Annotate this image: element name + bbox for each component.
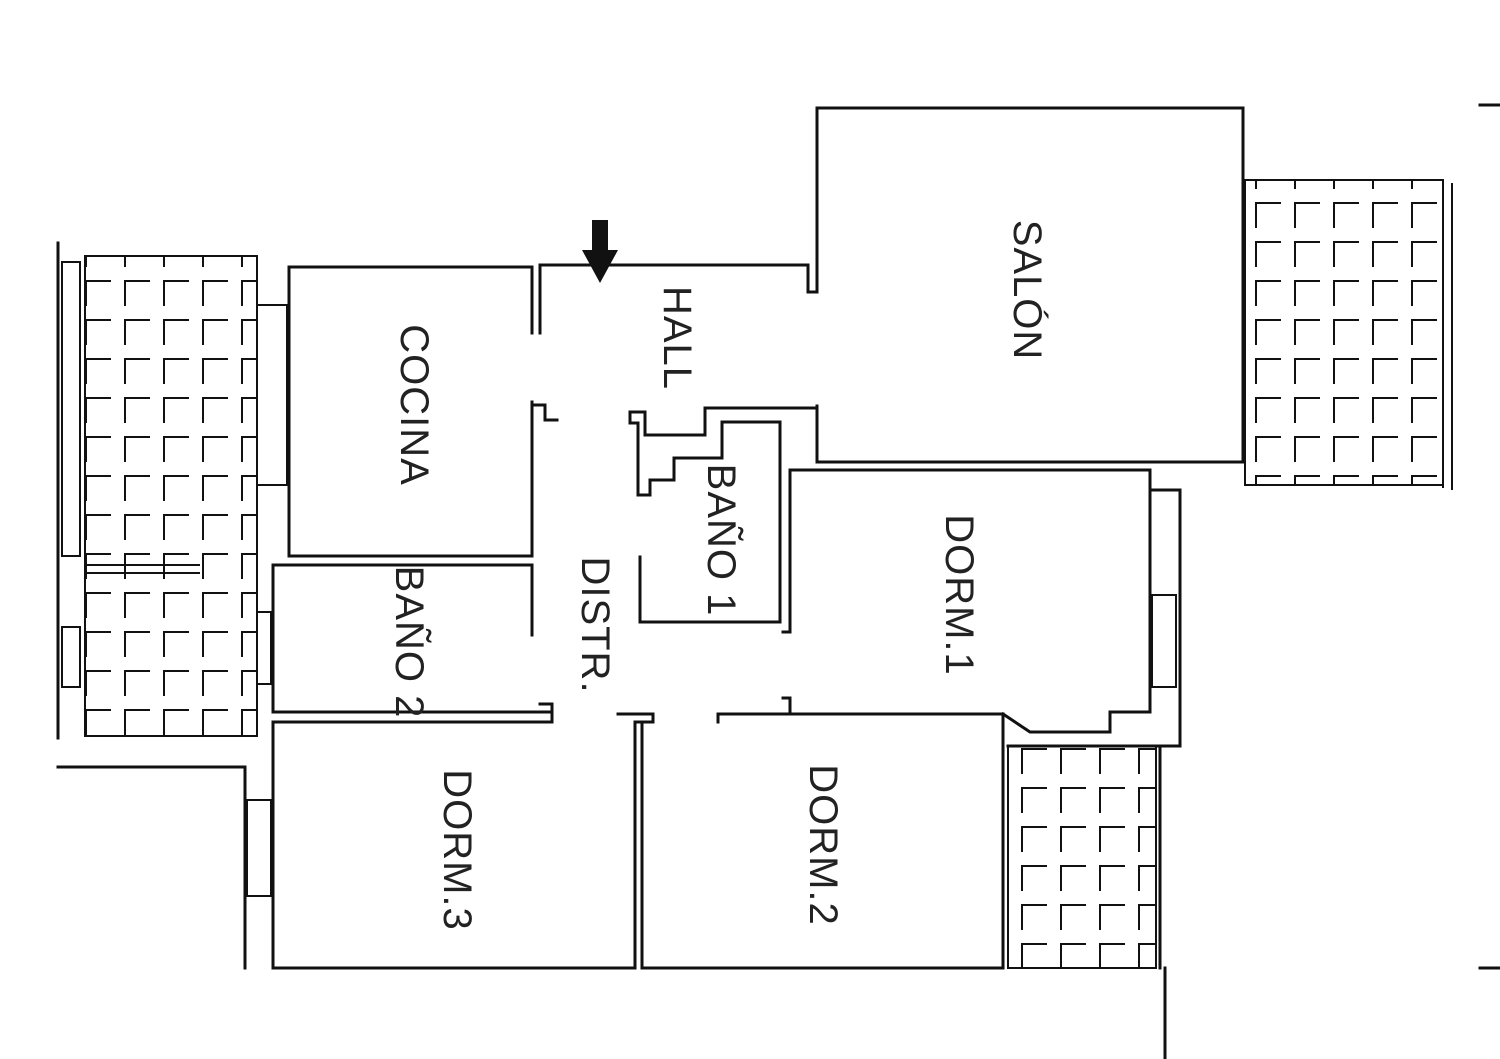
label-bano2: BAÑO 2 <box>387 566 432 719</box>
walls <box>271 106 1245 970</box>
label-dorm1: DORM.1 <box>937 514 981 676</box>
terrace-left <box>84 255 258 737</box>
label-distr: DISTR. <box>573 556 617 693</box>
terrace-bottom <box>1007 745 1157 969</box>
label-bano1: BAÑO 1 <box>699 464 744 617</box>
label-cocina: COCINA <box>392 324 436 486</box>
label-salon: SALÓN <box>1005 220 1050 361</box>
room-labels: SALÓN HALL COCINA BAÑO 1 BAÑO 2 DISTR. D… <box>387 220 1050 931</box>
label-dorm3: DORM.3 <box>435 769 479 931</box>
label-hall: HALL <box>655 286 699 390</box>
entrance-arrow-icon <box>582 220 618 283</box>
windows <box>61 261 1177 897</box>
exterior-edges <box>56 103 1500 1059</box>
label-dorm2: DORM.2 <box>801 764 845 926</box>
terrace-right <box>1244 179 1453 490</box>
